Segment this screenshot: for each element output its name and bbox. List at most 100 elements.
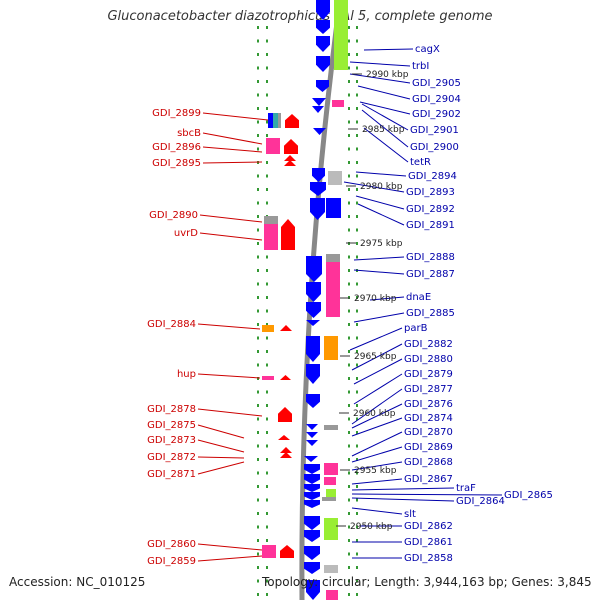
track-dot — [257, 323, 259, 326]
left-leader — [197, 555, 263, 562]
track-dot — [257, 485, 259, 488]
left-gene-label: GDI_2860 — [147, 539, 196, 550]
track-dot — [356, 53, 358, 56]
track-dot — [266, 107, 268, 110]
feature-block — [266, 138, 280, 154]
reverse-gene-arrow — [316, 20, 330, 34]
track-dot — [356, 512, 358, 515]
track-dot — [257, 579, 259, 583]
feature-glyphs — [262, 0, 348, 600]
right-gene-label: GDI_2892 — [406, 204, 455, 215]
reverse-gene-arrow — [316, 36, 330, 52]
left-labels: GDI_2899sbcBGDI_2896GDI_2895GDI_2890uvrD… — [147, 108, 201, 567]
reverse-gene-arrow — [306, 256, 322, 282]
track-dot — [356, 471, 358, 475]
kbp-label: 2980 kbp — [360, 182, 403, 192]
feature-block — [328, 171, 342, 185]
right-gene-label: GDI_2904 — [412, 94, 461, 105]
forward-gene-arrow — [280, 452, 292, 458]
reverse-gene-arrow — [306, 336, 320, 362]
reverse-gene-arrow — [304, 530, 320, 542]
reverse-gene-arrow — [316, 56, 330, 72]
track-dot — [348, 336, 350, 340]
right-gene-label: GDI_2891 — [406, 220, 455, 231]
reverse-gene-arrow — [306, 320, 320, 326]
reverse-gene-arrow — [316, 0, 330, 20]
right-leader — [355, 195, 405, 210]
feature-block — [324, 477, 336, 485]
track-dot — [356, 147, 358, 151]
right-gene-label: GDI_2876 — [404, 399, 453, 410]
right-gene-label: GDI_2865 — [504, 490, 553, 501]
feature-block — [334, 0, 348, 70]
track-dot — [356, 282, 358, 286]
right-leader — [361, 103, 409, 131]
track-dot — [257, 188, 259, 191]
reverse-gene-arrow — [312, 98, 326, 106]
reverse-gene-arrow — [306, 364, 320, 384]
right-gene-label: tetR — [410, 157, 431, 168]
track-dot — [356, 80, 358, 83]
right-gene-label: GDI_2888 — [406, 252, 455, 263]
track-dot — [356, 525, 358, 529]
left-leader — [197, 543, 263, 551]
track-dot — [356, 120, 358, 124]
track-dot — [266, 296, 268, 299]
track-dot — [266, 404, 268, 407]
forward-gene-arrow — [280, 325, 292, 331]
track-dot — [348, 255, 350, 259]
track-dot — [348, 282, 350, 286]
right-gene-label: GDI_2868 — [404, 457, 453, 468]
right-leader — [351, 446, 403, 463]
track-dot — [257, 458, 259, 461]
track-dot — [348, 188, 350, 191]
reverse-gene-arrow — [306, 424, 318, 430]
track-dot — [266, 458, 268, 461]
track-dot — [356, 498, 358, 502]
reverse-gene-arrow — [304, 456, 318, 462]
track-dot — [257, 107, 259, 110]
track-dot — [356, 404, 358, 407]
track-dot — [266, 26, 268, 29]
track-dot — [266, 201, 268, 205]
track-dot — [266, 134, 268, 137]
track-dot — [257, 26, 259, 29]
right-gene-label: GDI_2902 — [412, 109, 461, 120]
left-gene-label: GDI_2896 — [152, 142, 201, 153]
track-dot — [348, 525, 350, 529]
track-dot — [356, 323, 358, 326]
feature-block — [326, 198, 341, 218]
track-dot — [348, 471, 350, 475]
right-leader — [351, 403, 403, 429]
track-dot — [348, 404, 350, 407]
track-dot — [356, 188, 358, 191]
right-leader — [351, 343, 403, 371]
reverse-gene-arrow — [306, 580, 320, 600]
track-dot — [348, 498, 350, 502]
forward-gene-arrow — [284, 160, 296, 166]
track-dot — [266, 593, 268, 596]
kbp-label: 2985 kbp — [362, 125, 405, 135]
feature-block — [264, 216, 278, 224]
track-dot — [348, 309, 350, 313]
left-leader — [202, 146, 263, 153]
track-dot — [356, 201, 358, 205]
right-leader — [351, 431, 403, 457]
track-dot — [257, 134, 259, 137]
right-leader — [355, 171, 407, 177]
track-dot — [257, 539, 259, 542]
track-dot — [348, 161, 350, 164]
left-gene-label: GDI_2895 — [152, 158, 201, 169]
right-gene-label: slt — [404, 509, 416, 520]
track-dot — [348, 201, 350, 205]
right-leader — [351, 497, 455, 502]
track-dot — [257, 282, 259, 286]
feature-block — [324, 425, 338, 430]
kbp-label: 2960 kbp — [353, 409, 396, 419]
forward-gene-arrow — [278, 435, 290, 440]
track-dot — [266, 390, 268, 394]
left-leader — [197, 439, 245, 453]
track-dot — [348, 80, 350, 83]
feature-block — [324, 518, 338, 540]
